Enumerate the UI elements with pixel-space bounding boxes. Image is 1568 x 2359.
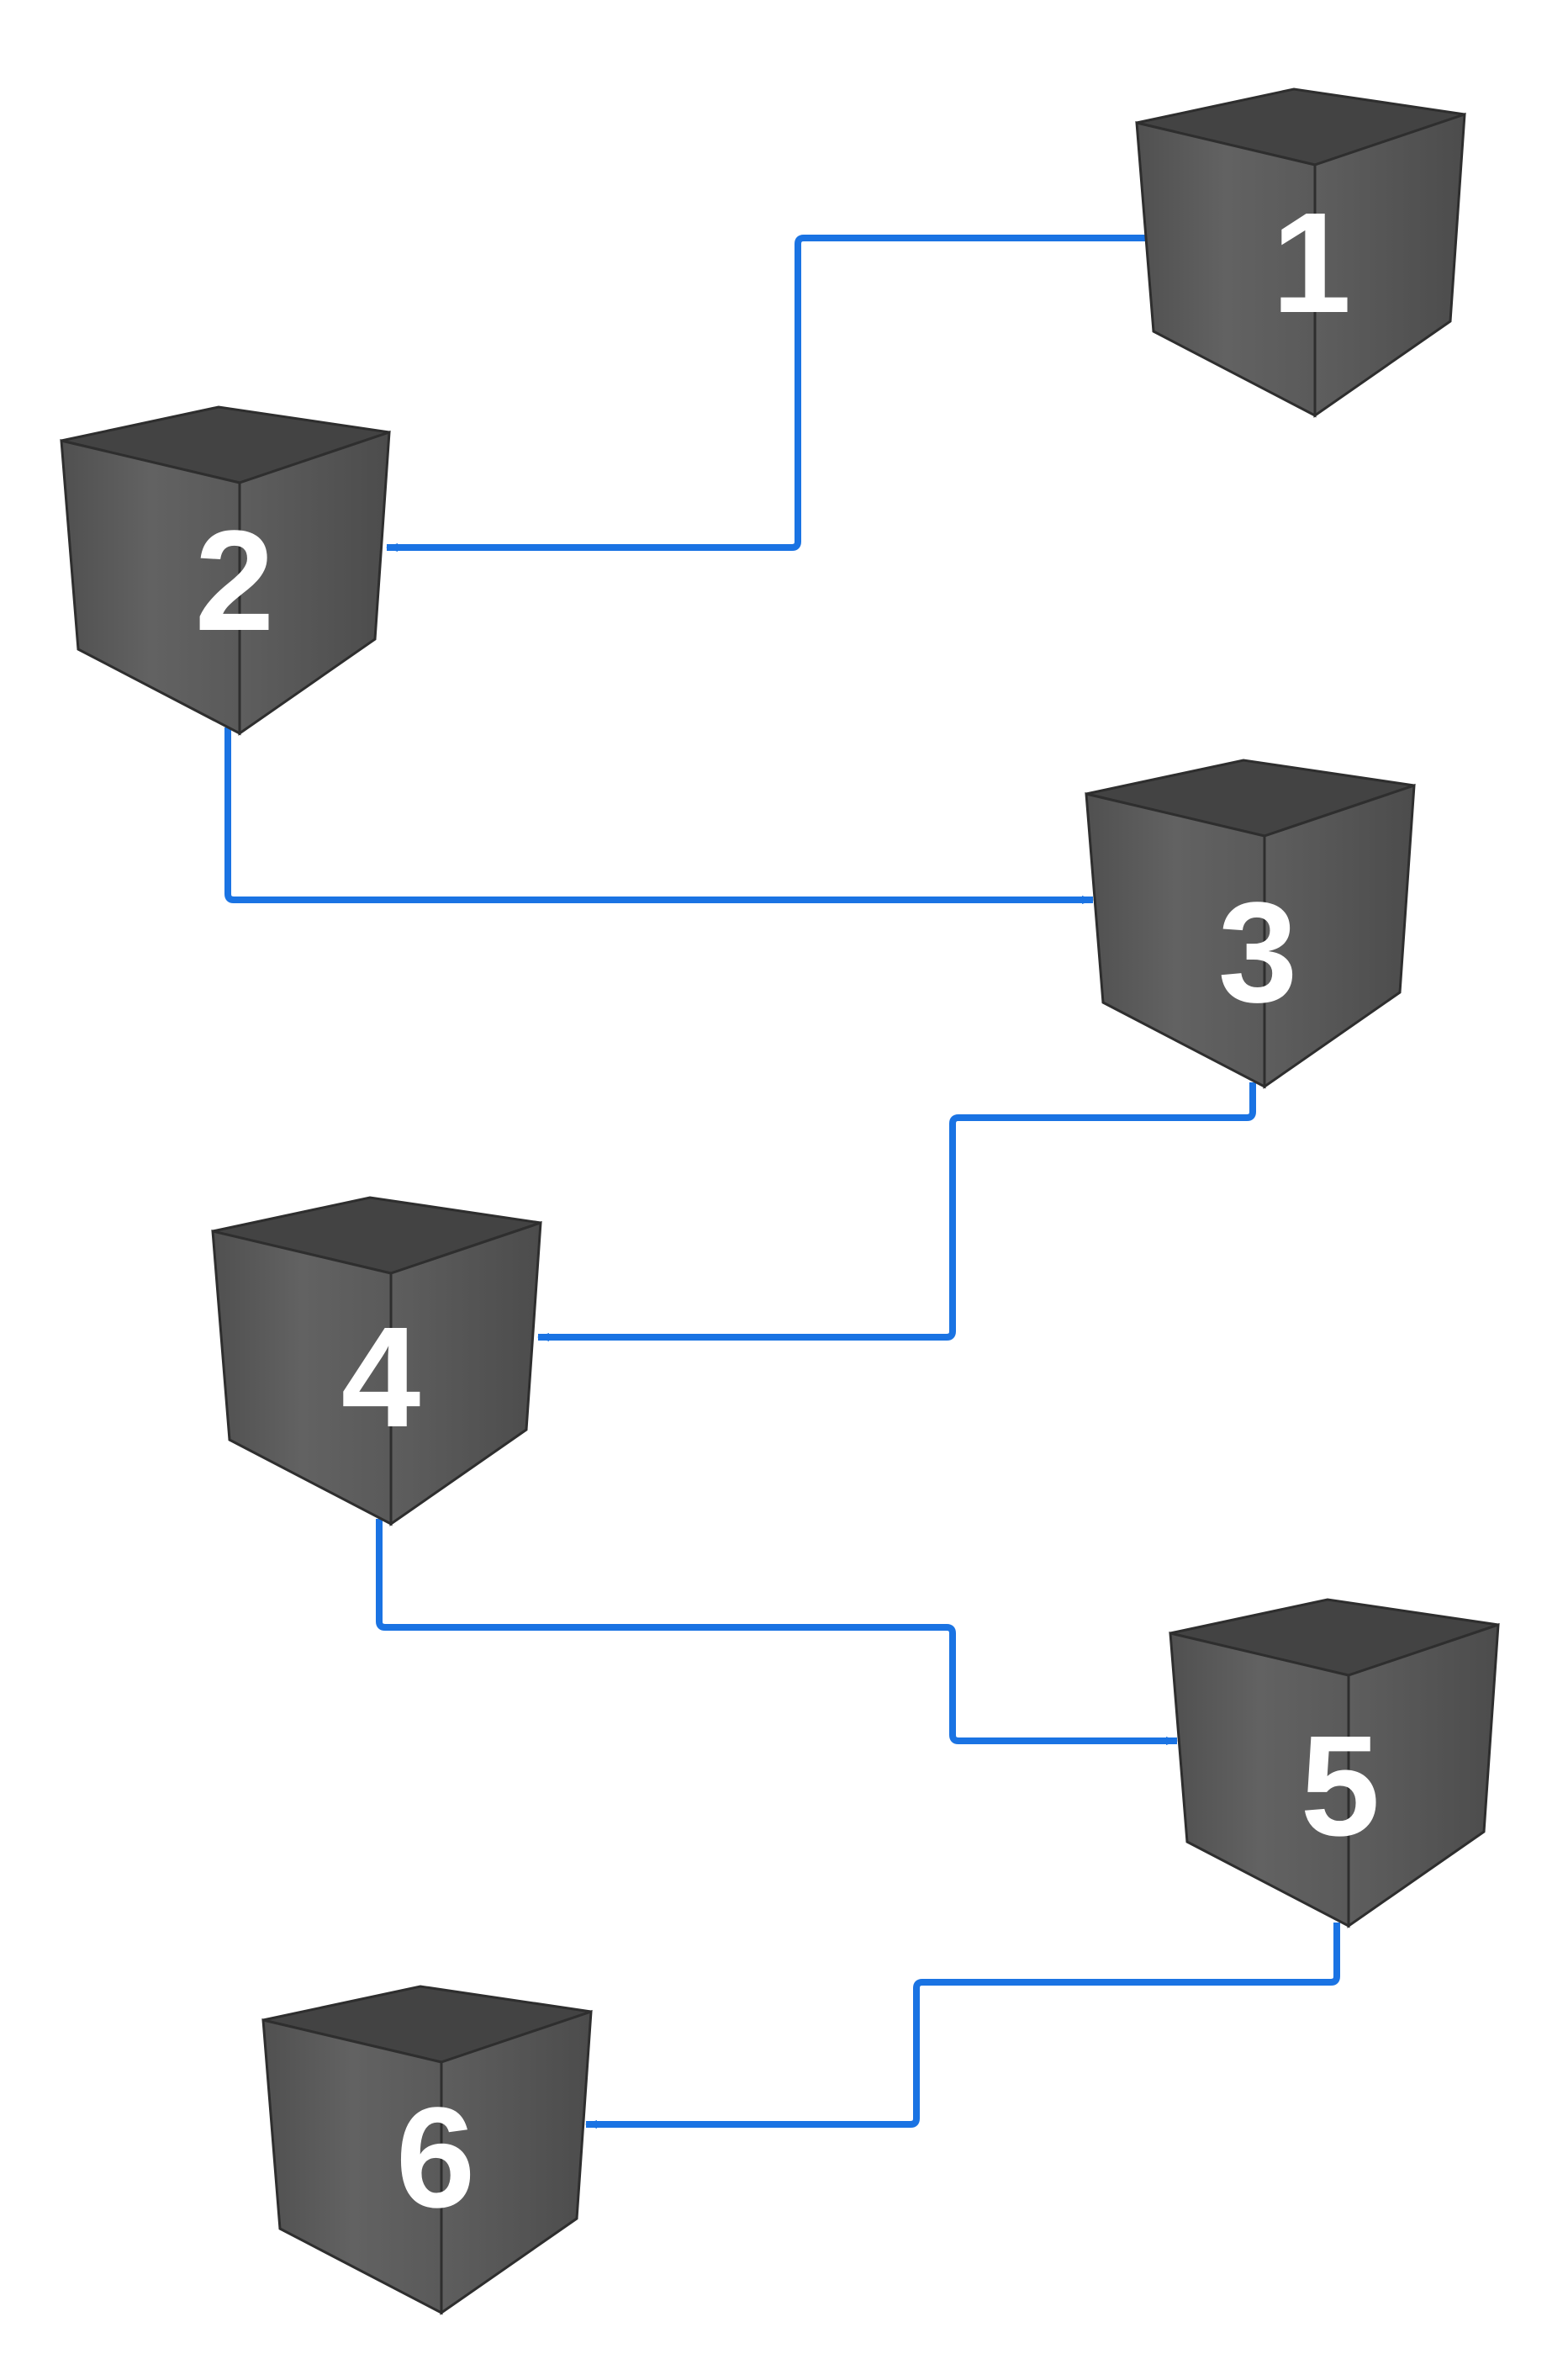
cube-label: 4 xyxy=(341,1298,421,1457)
cube-label: 1 xyxy=(1272,183,1352,343)
cube-label: 5 xyxy=(1301,1706,1381,1866)
connector-3-to-4 xyxy=(537,1082,1256,1341)
cube-right-face xyxy=(1263,783,1416,1089)
cube-right-face xyxy=(389,1220,542,1526)
connector-5-to-6 xyxy=(585,1923,1340,2129)
cube-label: 6 xyxy=(396,2078,476,2238)
cube-node-1: 1 xyxy=(1135,87,1466,418)
connector-1-to-2 xyxy=(386,235,1145,552)
cube-node-3: 3 xyxy=(1085,759,1416,1089)
cube-node-5: 5 xyxy=(1169,1598,1500,1928)
cube-label: 2 xyxy=(195,501,275,661)
cube-right-face xyxy=(440,2009,593,2315)
cube-right-face xyxy=(238,430,391,736)
connector-2-to-3 xyxy=(224,727,1094,904)
cube-node-4: 4 xyxy=(211,1196,542,1526)
cube-right-face xyxy=(1313,112,1466,418)
cube-label: 3 xyxy=(1218,873,1298,1033)
cube-node-6: 6 xyxy=(261,1985,593,2315)
connectors xyxy=(224,235,1340,2129)
cube-right-face xyxy=(1347,1622,1500,1928)
cube-node-2: 2 xyxy=(60,405,391,736)
connector-4-to-5 xyxy=(376,1519,1178,1745)
